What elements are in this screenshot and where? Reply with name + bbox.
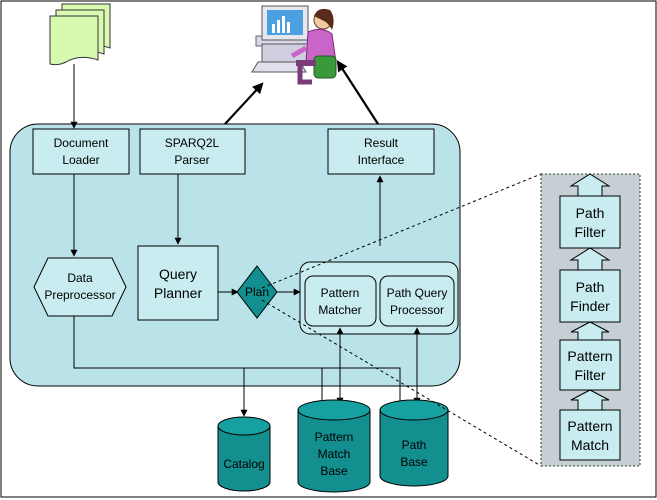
path-base-label-1: Path <box>402 438 427 452</box>
data-preprocessor-hexagon: Data Preprocessor <box>33 257 127 317</box>
stack-path-finder-label-2: Finder <box>570 298 610 314</box>
stack-arrow-4 <box>570 389 610 410</box>
query-planner-label-1: Query <box>159 266 197 282</box>
arrow-system-to-user-right <box>336 60 379 125</box>
stack-pattern-match-label-2: Match <box>571 437 609 453</box>
pattern-match-base-database: Pattern Match Base <box>297 399 371 493</box>
document-loader-box: Document Loader <box>32 128 130 175</box>
result-interface-label-1: Result <box>364 136 399 150</box>
stack-pattern-match-label-1: Pattern <box>567 418 612 434</box>
pattern-match-base-label-1: Pattern <box>315 430 354 444</box>
path-base-label-2: Base <box>400 455 428 469</box>
path-query-processor-box: Path Query Processor <box>379 275 455 327</box>
document-stack-icon <box>49 3 111 66</box>
arrow-to-path-base-lower <box>322 367 404 411</box>
sparql-parser-box: SPARQ2L Parser <box>139 128 246 175</box>
stack-pattern-match-box: Pattern Match <box>559 409 621 461</box>
zoom-line-bottom <box>261 299 542 467</box>
stack-pattern-filter-label-1: Pattern <box>567 348 612 364</box>
stack-pattern-filter-label-2: Filter <box>574 367 605 383</box>
data-preprocessor-label-2: Preprocessor <box>44 288 115 302</box>
pattern-match-base-label-2: Match <box>318 447 351 461</box>
result-interface-label-2: Interface <box>358 153 405 167</box>
data-preprocessor-label-1: Data <box>67 271 93 285</box>
result-interface-box: Result Interface <box>327 128 435 175</box>
stack-path-finder-label-1: Path <box>576 279 605 295</box>
plan-label: Plan <box>245 285 269 299</box>
pattern-match-base-label-3: Base <box>320 464 348 478</box>
zoom-line-top <box>261 173 542 289</box>
path-query-processor-label-2: Processor <box>390 303 444 317</box>
sparql-parser-label-2: Parser <box>174 153 209 167</box>
path-base-database: Path Base <box>379 399 449 487</box>
document-loader-label-2: Loader <box>62 153 99 167</box>
stack-path-filter-label-2: Filter <box>574 224 605 240</box>
stack-path-finder-box: Path Finder <box>559 269 621 323</box>
stack-path-filter-box: Path Filter <box>559 195 621 249</box>
pattern-matcher-label-1: Pattern <box>321 286 360 300</box>
path-query-processor-label-1: Path Query <box>387 286 448 300</box>
stack-arrow-2 <box>569 247 611 270</box>
user-at-computer-icon <box>251 5 337 85</box>
stack-pattern-filter-box: Pattern Filter <box>559 339 621 391</box>
plan-diamond: Plan <box>236 265 278 319</box>
pattern-matcher-box: Pattern Matcher <box>304 275 377 327</box>
document-loader-label-1: Document <box>54 136 109 150</box>
catalog-database: Catalog <box>217 416 271 492</box>
catalog-label: Catalog <box>223 457 264 471</box>
query-planner-box: Query Planner <box>137 245 219 321</box>
sparql-parser-label-1: SPARQ2L <box>165 136 220 150</box>
arrow-system-to-user-left <box>224 82 264 125</box>
stack-arrow-top <box>569 173 611 196</box>
stack-path-filter-label-1: Path <box>576 205 605 221</box>
pattern-matcher-label-2: Matcher <box>318 303 361 317</box>
plan-detail-stack: Path Filter Path Finder Pattern Filter P… <box>559 173 621 461</box>
arrow-preprocessor-to-catalog <box>73 316 248 417</box>
stack-arrow-3 <box>570 321 610 340</box>
query-planner-label-2: Planner <box>154 285 203 301</box>
